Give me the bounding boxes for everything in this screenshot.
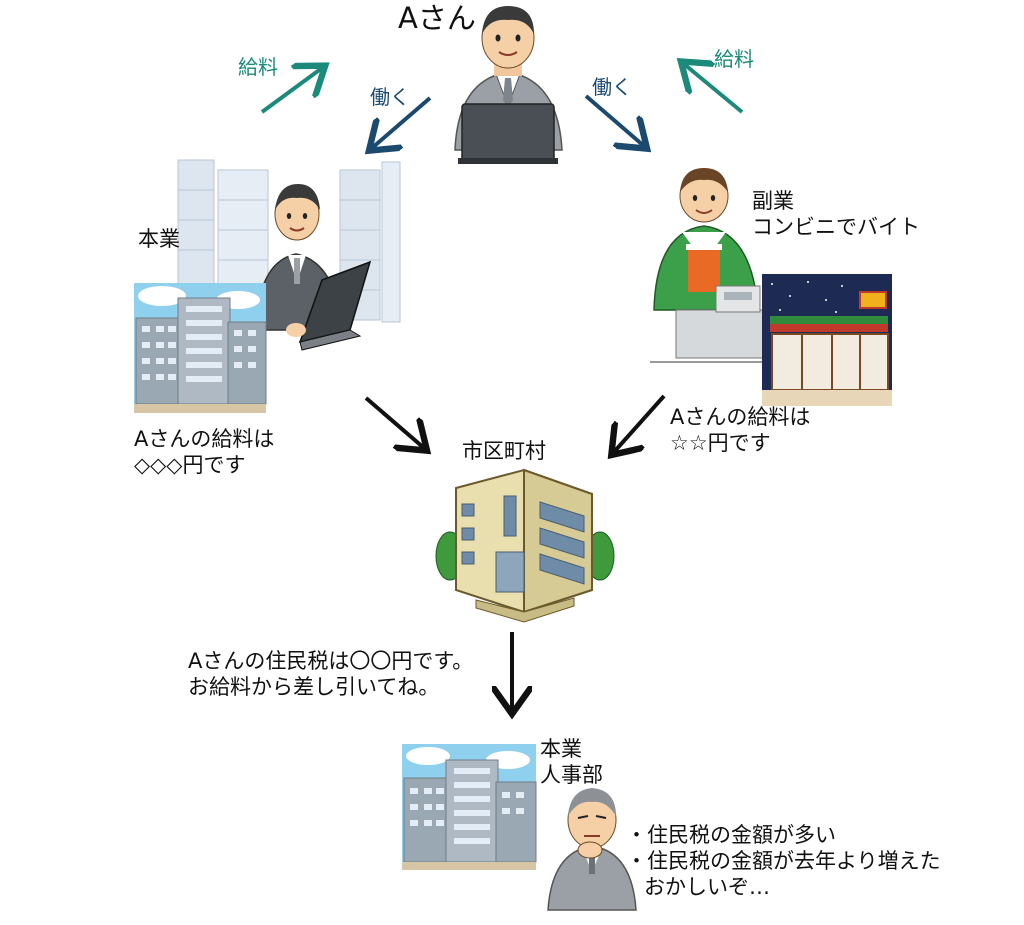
work-label-right: 働く — [592, 75, 632, 99]
side-job-message-line: ☆☆円です — [670, 431, 771, 455]
hr-title-line: 人事部 — [540, 763, 603, 787]
hr-building-image — [402, 744, 537, 870]
main-job-building-image — [134, 283, 267, 413]
salary-arrow-left — [260, 68, 322, 114]
hr-person-illustration — [547, 788, 637, 911]
hr-thoughts: ・住民税の金額が多い ・住民税の金額が去年より増えた おかしいぞ… — [626, 822, 941, 900]
hr-title-line: 本業 — [540, 737, 582, 761]
work-label-left: 働く — [370, 85, 410, 109]
person-a-label: Aさん — [398, 1, 476, 35]
convenience-store-image — [762, 274, 892, 406]
salary-label-right: 給料 — [714, 47, 754, 71]
main-job-message-line: ◇◇◇円です — [134, 453, 246, 477]
hr-thought-line: ・住民税の金額が去年より増えた — [626, 849, 941, 873]
side-job-title: 副業 コンビニでバイト — [752, 188, 920, 240]
work-arrow-right — [584, 94, 644, 146]
side-job-message: Aさんの給料は ☆☆円です — [670, 404, 810, 456]
salary-label-left: 給料 — [238, 55, 278, 79]
municipality-message-line: お給料から差し引いてね。 — [188, 675, 440, 699]
side-job-to-municipality-arrow — [614, 394, 666, 452]
municipality-message: Aさんの住民税は〇〇円です。 お給料から差し引いてね。 — [188, 648, 473, 700]
side-job-title-line: 副業 — [752, 189, 794, 213]
person-a-illustration — [454, 6, 563, 164]
hr-thought-line: おかしいぞ… — [644, 875, 770, 899]
side-job-title-line: コンビニでバイト — [752, 215, 920, 239]
main-job-message: Aさんの給料は ◇◇◇円です — [134, 426, 274, 478]
side-job-message-line: Aさんの給料は — [670, 405, 811, 429]
main-job-illustration — [177, 159, 401, 351]
municipality-message-line: Aさんの住民税は〇〇円です。 — [188, 649, 474, 673]
main-job-message-line: Aさんの給料は — [134, 427, 275, 451]
main-job-to-municipality-arrow — [364, 396, 424, 448]
municipal-building-image — [435, 468, 615, 623]
hr-title: 本業 人事部 — [540, 736, 603, 788]
municipality-title: 市区町村 — [462, 439, 546, 463]
salary-arrow-right — [684, 64, 744, 114]
work-arrow-left — [372, 96, 432, 148]
hr-thought-line: ・住民税の金額が多い — [626, 823, 836, 847]
side-job-illustration — [650, 168, 771, 363]
main-job-title: 本業 — [138, 227, 180, 251]
